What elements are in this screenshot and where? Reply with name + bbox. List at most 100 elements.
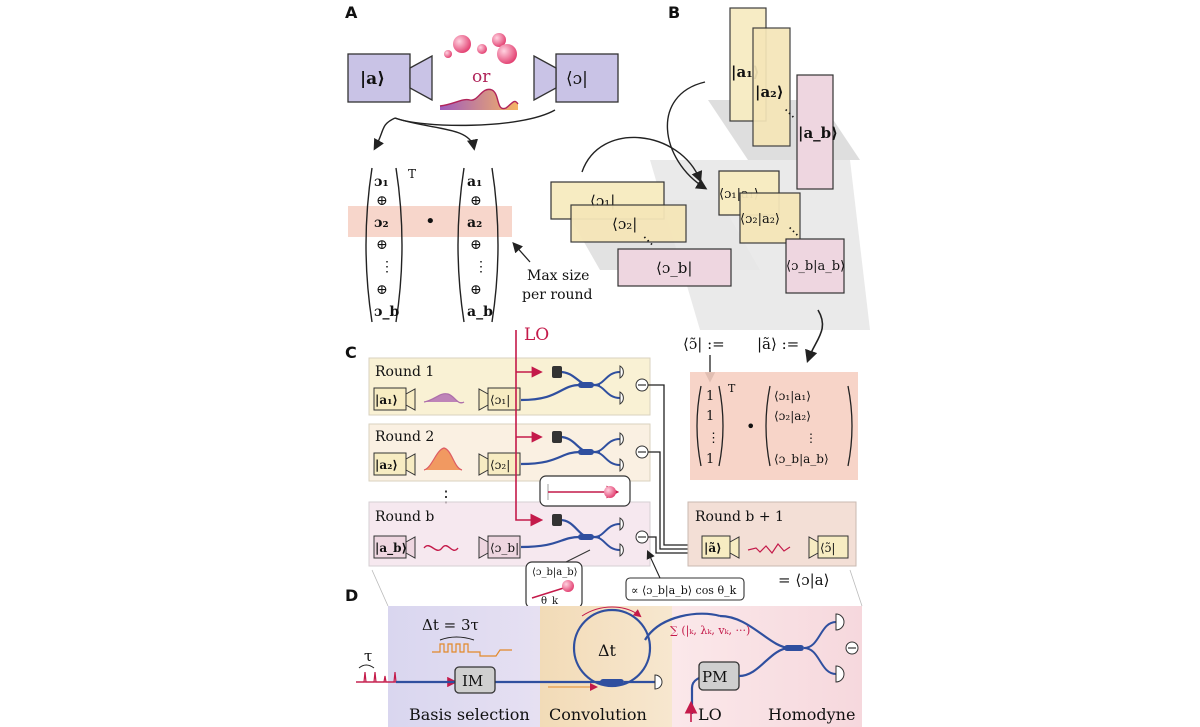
section-homo-label: Homodyne <box>768 705 855 724</box>
b-ket-2: |a₂⟩ <box>755 83 784 101</box>
output-bus <box>648 384 700 554</box>
round-1-ket: |a₁⟩ <box>375 393 398 407</box>
round-highlight-band <box>348 206 512 237</box>
delay-loop: Δt <box>572 606 652 688</box>
im-box: IM <box>454 666 496 694</box>
sum-transpose: T <box>728 382 736 395</box>
camera-bra-o: ⟨ɔ| <box>533 53 619 103</box>
round-2-title: Round 2 <box>375 429 434 445</box>
b-ket-b: |a_b⟩ <box>798 124 838 142</box>
bra-col-5: ⊕ <box>376 282 388 298</box>
max-size-note-2: per round <box>522 287 593 303</box>
round-1-bra: ⟨ɔ₁| <box>490 393 510 407</box>
round-1-box: Round 1 |a₁⟩ ⟨ɔ₁| <box>368 357 651 416</box>
bra-col-4: ⋮ <box>380 259 394 275</box>
arrow-to-ket-col <box>394 117 478 151</box>
max-size-arrow <box>512 242 531 263</box>
ket-col-5: ⊕ <box>470 282 482 298</box>
lo-line <box>515 330 544 527</box>
sum-entry-0: ⟨ɔ₁|a₁⟩ <box>774 389 811 403</box>
im-label: IM <box>462 672 483 690</box>
round-next-bra: ⟨ɔ̃| <box>820 541 835 555</box>
sum-entry-1: ⟨ɔ₂|a₂⟩ <box>774 409 811 423</box>
homodyne-row-b <box>520 514 649 557</box>
b-product-b: ⟨ɔ_b|a_b⟩ <box>786 259 845 274</box>
round-2-bra: ⟨ɔ₂| <box>490 458 510 472</box>
ket-column-vector: a₁ ⊕ a₂ ⊕ ⋮ ⊕ a_b <box>457 167 499 323</box>
droplets-icon <box>444 33 517 64</box>
bra-o-label: ⟨ɔ| <box>566 69 588 89</box>
panel-label-a: A <box>345 3 358 22</box>
delta-t-label: Δt <box>598 641 617 660</box>
b-product-2: ⟨ɔ₂|a₂⟩ <box>740 212 780 227</box>
inset-signal-label: ⟨ɔ_b|a_b⟩ <box>532 567 578 578</box>
bra-col-2: ɔ₂ <box>374 215 389 231</box>
def-ket-label: |ã⟩ := <box>757 335 799 353</box>
section-conv-bg <box>540 606 672 727</box>
delta-t-eq: Δt = 3τ <box>422 616 479 634</box>
round-b-box: Round b |a_b⟩ ⟨ɔ_b| <box>368 501 651 567</box>
bra-col-1: ⊕ <box>376 193 388 209</box>
max-size-note-1: Max size <box>527 268 589 284</box>
panel-label-c: C <box>345 343 357 362</box>
wave-icon <box>440 89 518 110</box>
round-2-ket: |a₂⟩ <box>375 458 398 472</box>
b-bra-stack: ⟨ɔ₁| ⟨ɔ₂| ⋯ ⟨ɔ_b| <box>550 181 732 287</box>
bra-col-transpose: T <box>408 167 416 181</box>
ones-2: ⋮ <box>707 431 720 446</box>
lo-label-d: LO <box>698 705 722 724</box>
selected-pulses <box>432 643 512 657</box>
homodyne-row-2 <box>520 431 649 472</box>
tau-label: τ <box>364 647 372 665</box>
bra-col-6: ɔ_b <box>374 304 400 320</box>
ones-1: 1 <box>706 409 714 424</box>
section-conv-label: Convolution <box>549 705 647 724</box>
sum-dot: • <box>746 417 755 436</box>
round-next-box: Round b + 1 |ã⟩ ⟨ɔ̃| <box>687 501 857 567</box>
def-bra-label: ⟨ɔ̃| := <box>683 335 725 353</box>
b-ket-stack: |a₁⟩ |a₂⟩ ⋯ |a_b⟩ <box>729 7 838 190</box>
b-bra-b: ⟨ɔ_b| <box>656 259 692 277</box>
sum-formula: ∑ (|ₖ, λₖ, vₖ, ···) <box>670 624 750 638</box>
ket-col-3: ⊕ <box>470 237 482 253</box>
lo-phasor-inset <box>539 475 631 507</box>
camera-ket-a: |a⟩ <box>347 53 433 103</box>
round-next-title: Round b + 1 <box>695 509 784 525</box>
lo-label-c: LO <box>524 325 549 345</box>
section-basis-label: Basis selection <box>409 705 530 724</box>
ones-3: 1 <box>706 452 714 467</box>
pm-label: PM <box>702 668 727 686</box>
pm-box: PM <box>698 661 740 691</box>
ket-col-4: ⋮ <box>474 259 488 275</box>
homodyne-row-1 <box>520 365 649 405</box>
round-1-title: Round 1 <box>375 364 434 380</box>
sum-entry-3: ⟨ɔ_b|a_b⟩ <box>774 452 829 466</box>
bra-column-vector: T ɔ₁ ⊕ ɔ₂ ⊕ ⋮ ⊕ ɔ_b <box>365 167 416 323</box>
panel-label-b: B <box>668 3 680 22</box>
ket-col-2: a₂ <box>467 215 482 231</box>
signal-phasor-inset: ⟨ɔ_b|a_b⟩ θ_k <box>525 561 583 609</box>
ket-a-label: |a⟩ <box>360 69 385 89</box>
bra-col-0: ɔ₁ <box>374 174 389 190</box>
sum-box: 1 1 ⋮ 1 T • ⟨ɔ₁|a₁⟩ ⟨ɔ₂|a₂⟩ ⋮ ⟨ɔ_b|a_b⟩ <box>690 372 858 480</box>
arrow-bras-to-products <box>581 136 703 183</box>
ket-col-0: a₁ <box>467 174 482 190</box>
round-next-ket: |ã⟩ <box>704 541 722 555</box>
panel-label-d: D <box>345 586 358 605</box>
arrow-to-bra-col <box>373 117 396 151</box>
or-text: or <box>472 67 491 87</box>
round-2-box: Round 2 |a₂⟩ ⟨ɔ₂| <box>368 423 651 482</box>
round-b-title: Round b <box>375 509 434 525</box>
round-b-ket: |a_b⟩ <box>375 541 407 556</box>
proportional-text: ∝ ⟨ɔ_b|a_b⟩ cos θ_k <box>631 584 737 598</box>
b-product-stack: ⟨ɔ₁|a₁⟩ ⟨ɔ₂|a₂⟩ ⋯ ⟨ɔ_b|a_b⟩ <box>718 170 845 294</box>
proportional-box: ∝ ⟨ɔ_b|a_b⟩ cos θ_k <box>625 577 745 601</box>
ones-0: 1 <box>706 389 714 404</box>
arrow-kets-to-products <box>666 81 708 190</box>
sum-entry-2: ⋮ <box>805 431 817 445</box>
bra-col-3: ⊕ <box>376 237 388 253</box>
rounds-vdots: ⋮ <box>438 487 454 506</box>
b-bra-2: ⟨ɔ₂| <box>612 215 637 233</box>
theta-label: θ_k <box>541 596 559 607</box>
